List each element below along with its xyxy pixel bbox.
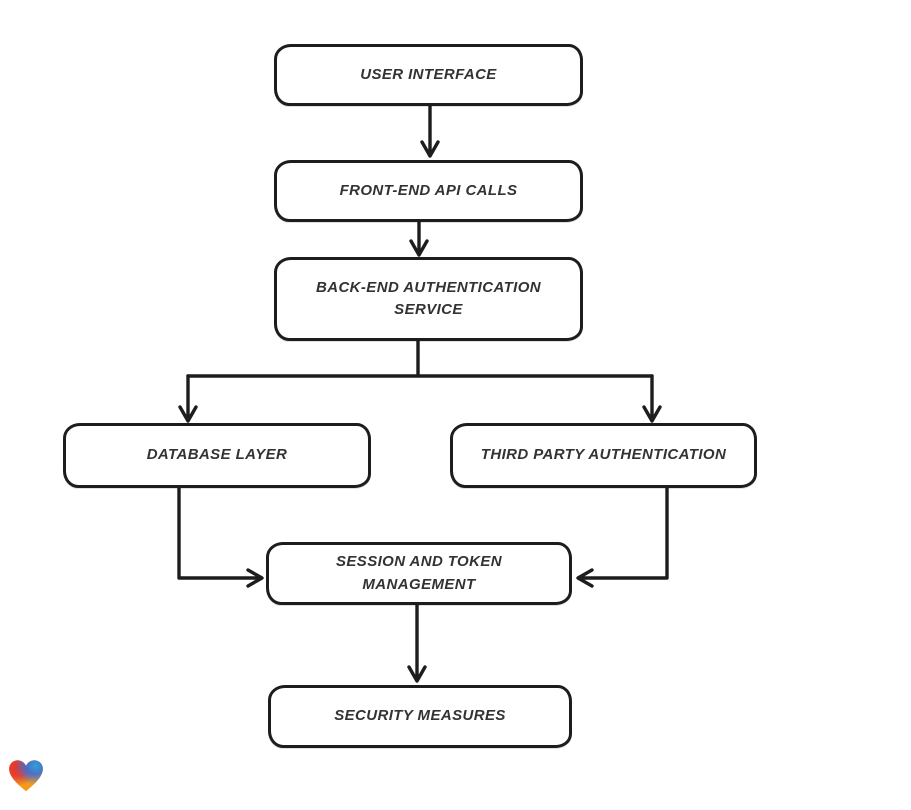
edge-backend-split-trunk bbox=[186, 339, 654, 378]
node-frontend-api-calls-label: FRONT-END API CALLS bbox=[339, 181, 518, 199]
edge-backend-to-thirdparty bbox=[642, 374, 662, 423]
node-database-layer: DATABASE LAYER bbox=[63, 423, 371, 488]
node-third-party-auth: THIRD PARTY AUTHENTICATION bbox=[450, 423, 757, 488]
node-session-token-mgmt: SESSION AND TOKEN MANAGEMENT bbox=[266, 542, 572, 605]
node-backend-auth-service: BACK-END AUTHENTICATION SERVICE bbox=[274, 257, 583, 341]
edge-session-to-security bbox=[407, 603, 427, 683]
node-database-layer-label: DATABASE LAYER bbox=[146, 446, 288, 464]
node-security-measures: SECURITY MEASURES bbox=[268, 685, 572, 748]
node-user-interface: USER INTERFACE bbox=[274, 44, 583, 106]
node-security-measures-label: SECURITY MEASURES bbox=[334, 707, 506, 725]
node-user-interface-label: USER INTERFACE bbox=[360, 65, 497, 83]
edge-frontend-to-backend bbox=[409, 220, 429, 257]
edge-database-to-session bbox=[177, 486, 264, 588]
edge-ui-to-frontend bbox=[420, 104, 440, 158]
gradient-heart-logo bbox=[8, 759, 44, 793]
edge-thirdparty-to-session bbox=[576, 486, 669, 588]
node-third-party-auth-label: THIRD PARTY AUTHENTICATION bbox=[480, 446, 727, 464]
node-frontend-api-calls: FRONT-END API CALLS bbox=[274, 160, 583, 222]
node-backend-auth-service-label: BACK-END AUTHENTICATION SERVICE bbox=[315, 278, 541, 319]
node-session-token-mgmt-label: SESSION AND TOKEN MANAGEMENT bbox=[336, 553, 502, 593]
heart-icon bbox=[9, 760, 43, 792]
edge-backend-to-database bbox=[178, 374, 198, 423]
